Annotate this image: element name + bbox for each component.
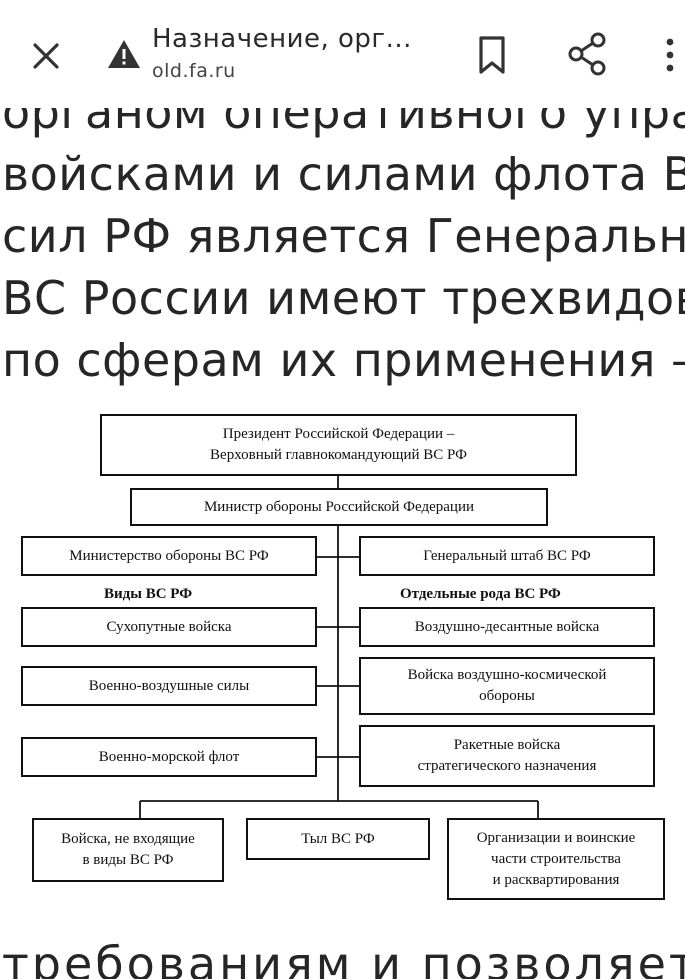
share-icon[interactable]: [565, 30, 611, 78]
ministry-box: Министерство обороны ВС РФ: [21, 536, 317, 576]
president-box: Президент Российской Федерации – Верховны…: [100, 414, 577, 476]
box-text: Войска воздушно-космической: [407, 667, 607, 683]
article-line: ВС России имеют трехвидов: [2, 271, 685, 325]
bottom-box-construction: Организации и воинские части строительств…: [447, 818, 665, 900]
branch-box-airborne: Воздушно-десантные войска: [359, 607, 655, 647]
article-line: требованиям и позволяет: [2, 937, 685, 979]
branch-box-aerospace: Войска воздушно-космической обороны: [359, 657, 655, 715]
type-box-ground: Сухопутные войска: [21, 607, 317, 647]
article-line: войсками и силами флота В: [2, 147, 685, 201]
box-text: обороны: [479, 688, 535, 704]
close-icon[interactable]: [24, 34, 68, 78]
box-text: Тыл ВС РФ: [301, 830, 375, 847]
box-text: Военно-воздушные силы: [88, 677, 250, 694]
box-text: Ракетные войска: [453, 737, 561, 753]
warning-icon[interactable]: [106, 38, 142, 70]
article-text: органом оперативного упра войсками и сил…: [0, 74, 685, 394]
more-vert-icon[interactable]: [656, 32, 684, 78]
type-box-navy: Военно-морской флот: [21, 737, 317, 777]
page-info[interactable]: Назначение, орг... old.fa.ru: [152, 24, 442, 82]
box-text: Министр обороны Российской Федерации: [203, 498, 475, 515]
box-text: стратегического назначения: [417, 758, 597, 774]
article-line: по сферам их применения –: [2, 333, 685, 387]
connector-lines: [139, 476, 539, 818]
branches-header: Отдельные рода ВС РФ: [400, 586, 561, 602]
box-text: Воздушно-десантные войска: [414, 618, 600, 635]
minister-box: Министр обороны Российской Федерации: [130, 488, 548, 526]
box-text: Сухопутные войска: [106, 618, 232, 635]
box-text: Организации и воинские: [476, 829, 636, 846]
article-line: сил РФ является Генеральн: [2, 209, 685, 263]
box-text: Военно-морской флот: [98, 748, 240, 765]
page-title: Назначение, орг...: [152, 24, 412, 54]
browser-toolbar: Назначение, орг... old.fa.ru: [0, 0, 685, 108]
general-staff-box: Генеральный штаб ВС РФ: [359, 536, 655, 576]
bottom-box-other-troops: Войска, не входящие в виды ВС РФ: [32, 818, 224, 882]
box-text: Войска, не входящие: [61, 831, 195, 847]
branch-box-strategic-missile: Ракетные войска стратегического назначени…: [359, 725, 655, 787]
org-structure-diagram[interactable]: Президент Российской Федерации – Верховны…: [0, 400, 685, 920]
box-text: в виды ВС РФ: [82, 852, 174, 868]
types-header: Виды ВС РФ: [104, 586, 193, 602]
bottom-box-logistics: Тыл ВС РФ: [246, 818, 430, 860]
box-text: Министерство обороны ВС РФ: [69, 547, 269, 564]
box-text: Верховный главнокомандующий ВС РФ: [210, 447, 467, 463]
box-text: и расквартирования: [492, 871, 620, 888]
page-url: old.fa.ru: [152, 60, 236, 82]
bookmark-icon[interactable]: [470, 32, 514, 78]
type-box-air: Военно-воздушные силы: [21, 666, 317, 706]
box-text: Генеральный штаб ВС РФ: [423, 547, 591, 564]
article-text-bottom: требованиям и позволяет: [0, 934, 685, 979]
box-text: части строительства: [491, 850, 621, 867]
box-text: Президент Российской Федерации –: [222, 426, 455, 442]
